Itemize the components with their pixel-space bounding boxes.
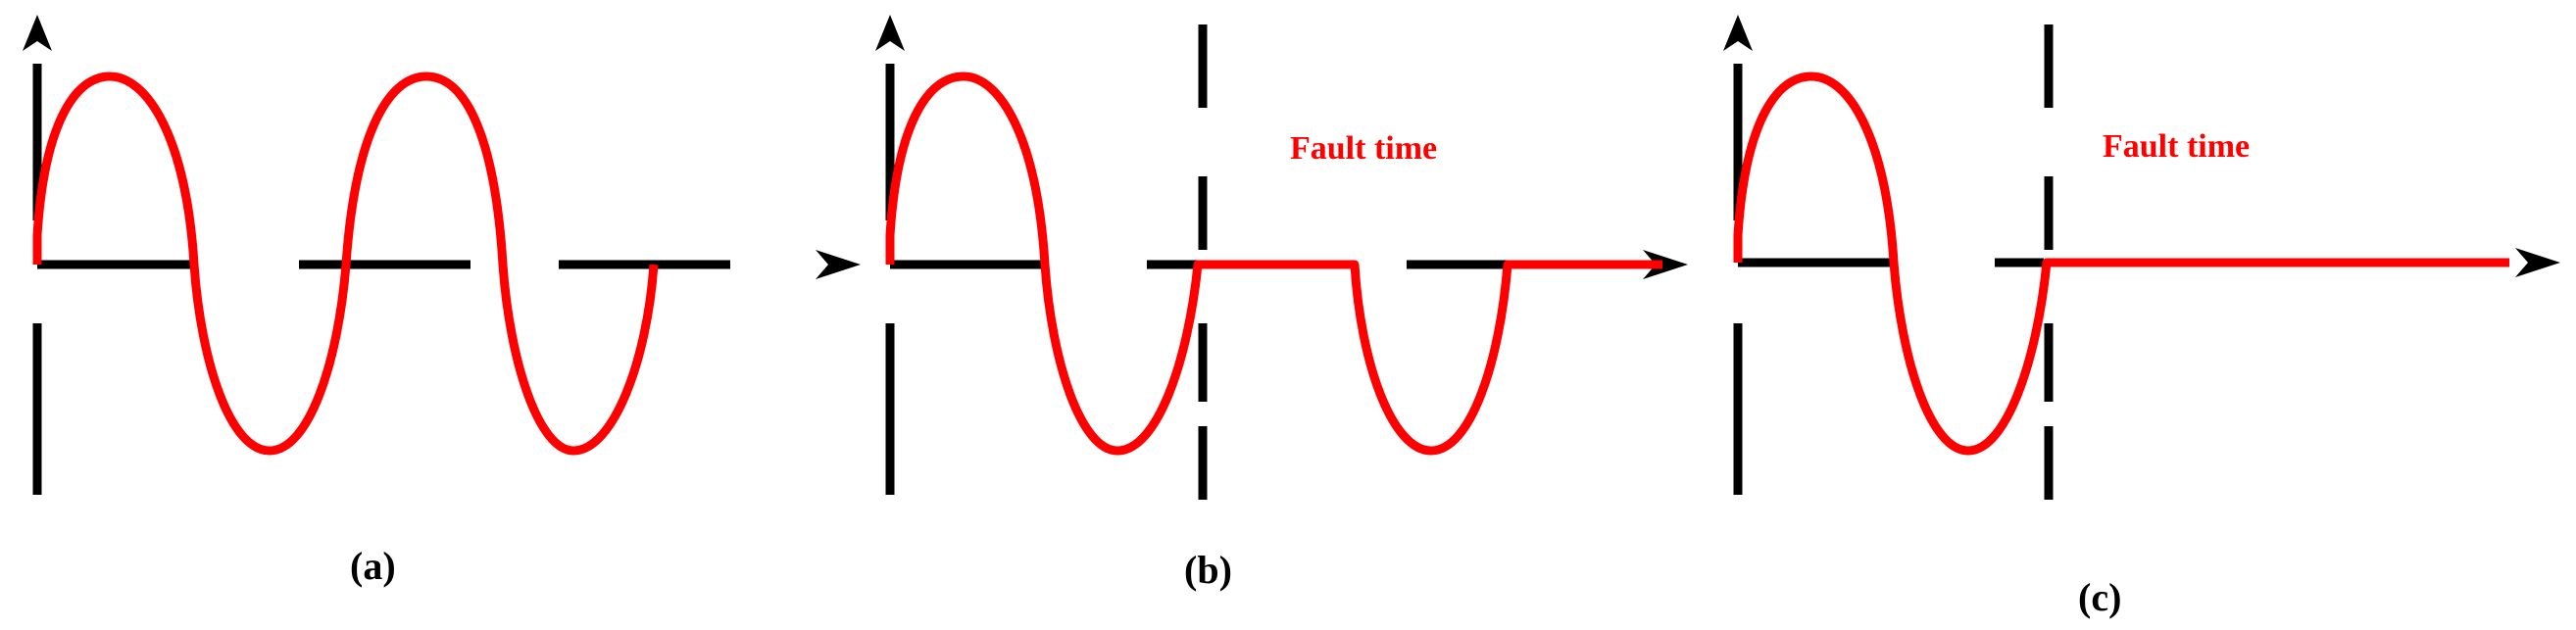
panel-c-label: (c) bbox=[2078, 575, 2122, 619]
panel-c-y-arrow-icon bbox=[1723, 15, 1753, 51]
panel-a-x-arrow-icon bbox=[816, 250, 861, 279]
panel-c-fault-label: Fault time bbox=[2103, 128, 2250, 165]
panel-b-label: (b) bbox=[1184, 548, 1232, 592]
panel-b-y-arrow-icon bbox=[875, 15, 905, 51]
panel-b-fault-label: Fault time bbox=[1290, 130, 1437, 167]
panel-c: Fault time bbox=[1723, 15, 2560, 500]
panel-a-axes bbox=[32, 64, 730, 495]
panel-b-waveform bbox=[885, 72, 1662, 456]
panel-a-y-arrow-icon bbox=[23, 15, 52, 51]
panel-a-label: (a) bbox=[350, 544, 396, 588]
panel-a-waveform bbox=[32, 72, 659, 456]
panel-b-x-arrow-icon bbox=[1643, 250, 1688, 279]
panel-b: Fault time bbox=[875, 15, 1688, 500]
panel-a bbox=[23, 15, 861, 495]
panel-c-waveform bbox=[1733, 72, 2509, 456]
panel-c-x-arrow-icon bbox=[2515, 248, 2560, 277]
